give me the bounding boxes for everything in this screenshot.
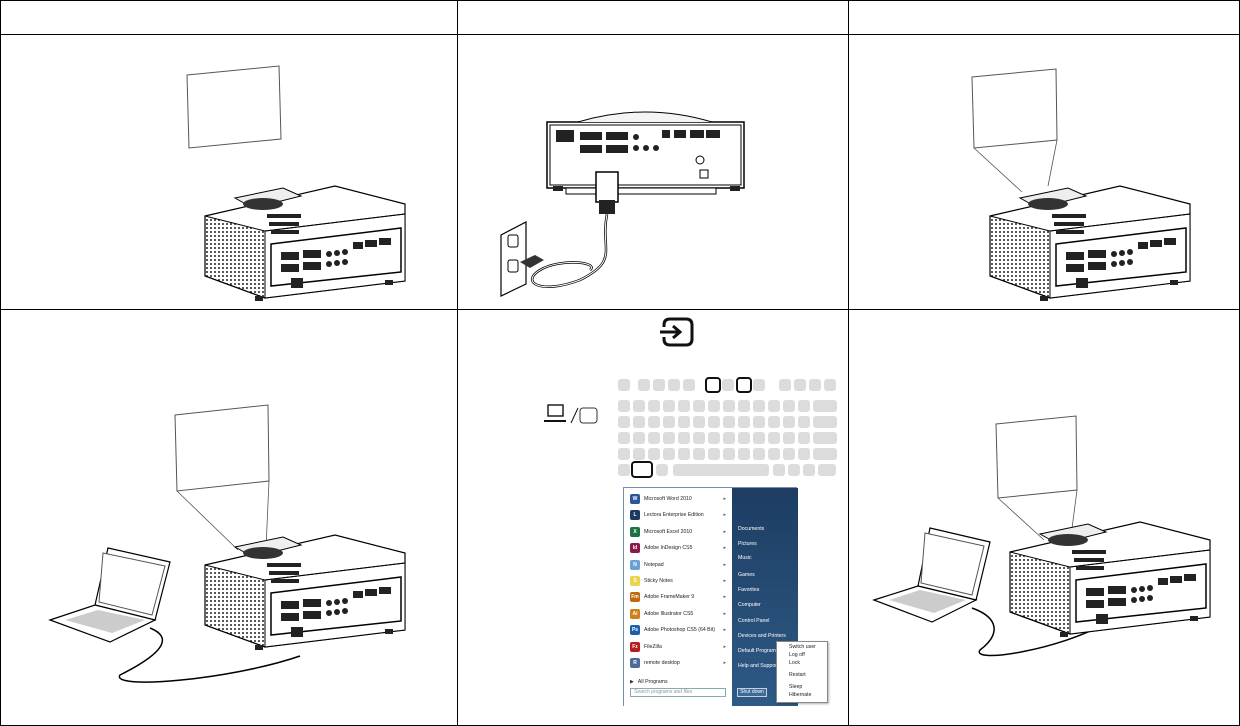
power-cord-illustration: [500, 111, 745, 297]
projector-illustration: [204, 185, 406, 302]
program-icon: Ai: [630, 608, 640, 619]
program-item[interactable]: Id Adobe InDesign CS5 ▸: [630, 541, 730, 555]
windows-start-menu: ▶ All Programs Search programs and files…: [623, 487, 798, 706]
program-icon: X: [630, 526, 640, 537]
program-item[interactable]: N Notepad ▸: [630, 558, 730, 572]
power-option-item[interactable]: Hibernate: [789, 692, 812, 698]
submenu-arrow-icon: ▸: [723, 660, 726, 666]
table-border-left: [0, 0, 1, 726]
submenu-arrow-icon: ▸: [723, 512, 726, 519]
program-icon: L: [630, 510, 640, 521]
start-menu-link[interactable]: Pictures: [738, 541, 757, 547]
start-menu-programs-pane: ▶ All Programs Search programs and files…: [624, 488, 733, 706]
shutdown-button[interactable]: Shut down: [737, 688, 767, 697]
projector-illustration: [204, 534, 406, 651]
row-divider: [0, 309, 1240, 310]
projected-screen-illustration: [971, 68, 1058, 193]
power-option-item[interactable]: Restart: [789, 672, 806, 678]
submenu-arrow-icon: ▸: [723, 545, 726, 552]
submenu-arrow-icon: ▸: [723, 627, 726, 634]
program-icon: Fm: [630, 592, 640, 603]
program-icon: N: [630, 559, 640, 570]
source-input-icon: [660, 317, 694, 347]
program-icon: W: [630, 494, 640, 504]
power-option-item[interactable]: Sleep: [789, 684, 803, 690]
submenu-arrow-icon: ▸: [723, 643, 726, 650]
program-icon: Fz: [630, 641, 640, 652]
program-label: Adobe FrameMaker 9: [644, 594, 695, 601]
start-menu-link[interactable]: Devices and Printers: [738, 633, 786, 639]
start-menu-link[interactable]: Favorites: [738, 587, 760, 593]
program-label: Microsoft Excel 2010: [644, 528, 693, 535]
laptop-display-icon: [544, 404, 598, 424]
program-label: Adobe Photoshop CS5 (64 Bit): [644, 627, 715, 634]
laptop-projector-illustration: [48, 404, 301, 683]
table-divider-2: [848, 0, 849, 726]
projector-illustration: [1009, 521, 1211, 638]
program-label: Sticky Notes: [644, 578, 673, 584]
submenu-arrow-icon: ▸: [723, 594, 726, 601]
program-item[interactable]: S Sticky Notes ▸: [630, 574, 730, 588]
header-row-divider: [0, 34, 1240, 35]
start-menu-link[interactable]: Help and Support: [738, 663, 779, 669]
program-item[interactable]: Fm Adobe FrameMaker 9 ▸: [630, 590, 730, 604]
keyboard-illustration: [618, 377, 837, 478]
submenu-arrow-icon: ▸: [723, 610, 726, 617]
program-item[interactable]: X Microsoft Excel 2010 ▸: [630, 525, 730, 539]
program-item[interactable]: Ai Adobe Illustrator CS5 ▸: [630, 607, 730, 621]
table-divider-1: [457, 0, 458, 726]
program-label: FileZilla: [644, 643, 662, 650]
program-label: Microsoft Word 2010: [644, 496, 692, 502]
program-item[interactable]: W Microsoft Word 2010 ▸: [630, 492, 730, 506]
power-option-item[interactable]: Log off: [789, 652, 805, 658]
screen-illustration: [186, 65, 282, 149]
submenu-arrow-icon: ▸: [723, 578, 726, 584]
program-icon: Ps: [630, 625, 640, 636]
submenu-arrow-icon: ▸: [723, 496, 726, 502]
submenu-arrow-icon: ▸: [723, 561, 726, 568]
program-label: Adobe InDesign CS5: [644, 545, 693, 552]
start-menu-link[interactable]: Control Panel: [738, 618, 770, 624]
start-menu-link[interactable]: Default Programs: [738, 648, 779, 654]
program-label: Notepad: [644, 561, 664, 568]
table-border-top: [0, 0, 1240, 1]
laptop-projector-illustration: [872, 415, 1109, 657]
search-input[interactable]: Search programs and files: [630, 688, 726, 697]
all-programs-item[interactable]: ▶ All Programs: [630, 675, 730, 689]
power-option-item[interactable]: Switch user: [789, 644, 816, 650]
program-item[interactable]: L Lectora Enterprise Edition ▸: [630, 508, 730, 522]
start-menu-link[interactable]: Music: [738, 555, 752, 561]
projector-illustration: [989, 185, 1191, 302]
start-menu-link[interactable]: Computer: [738, 602, 761, 608]
program-item[interactable]: Fz FileZilla ▸: [630, 640, 730, 654]
program-label: Adobe Illustrator CS5: [644, 610, 694, 617]
program-icon: R: [630, 658, 640, 668]
program-icon: S: [630, 576, 640, 586]
submenu-arrow-icon: ▸: [723, 528, 726, 535]
start-menu-link[interactable]: Documents: [738, 526, 765, 532]
program-label: remote desktop: [644, 660, 680, 666]
program-item[interactable]: Ps Adobe Photoshop CS5 (64 Bit) ▸: [630, 623, 730, 637]
all-programs-label: All Programs: [637, 679, 668, 685]
start-menu-link[interactable]: Games: [738, 572, 755, 578]
power-option-item[interactable]: Lock: [789, 660, 800, 666]
play-arrow-icon: ▶: [630, 679, 634, 685]
program-icon: Id: [630, 543, 640, 554]
program-label: Lectora Enterprise Edition: [644, 512, 704, 519]
